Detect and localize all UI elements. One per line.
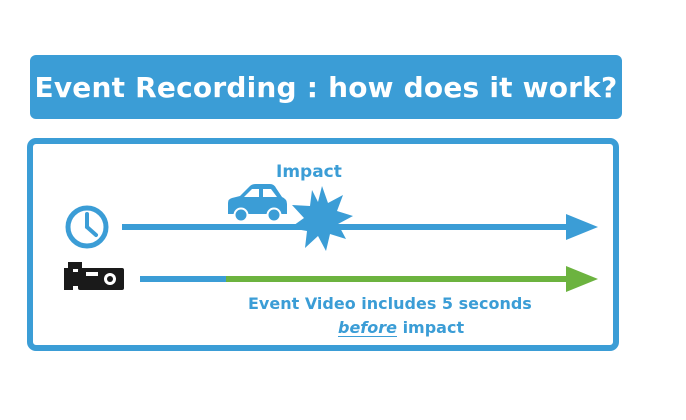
impact-label: Impact [276, 162, 342, 182]
diagram-frame [27, 138, 619, 351]
caption-emphasis: before [338, 318, 397, 337]
caption-line-2: before impact [338, 318, 464, 337]
page-title: Event Recording : how does it work? [34, 70, 618, 104]
starburst-icon [290, 186, 353, 251]
video-camera-icon [64, 262, 124, 290]
clock-icon [65, 205, 109, 249]
caption-line-1: Event Video includes 5 seconds [248, 294, 532, 313]
timeline-arrow [122, 214, 598, 240]
car-icon [228, 184, 287, 223]
caption-rest: impact [397, 318, 465, 337]
title-banner: Event Recording : how does it work? [30, 55, 622, 119]
event-recording-arrow [140, 266, 598, 292]
